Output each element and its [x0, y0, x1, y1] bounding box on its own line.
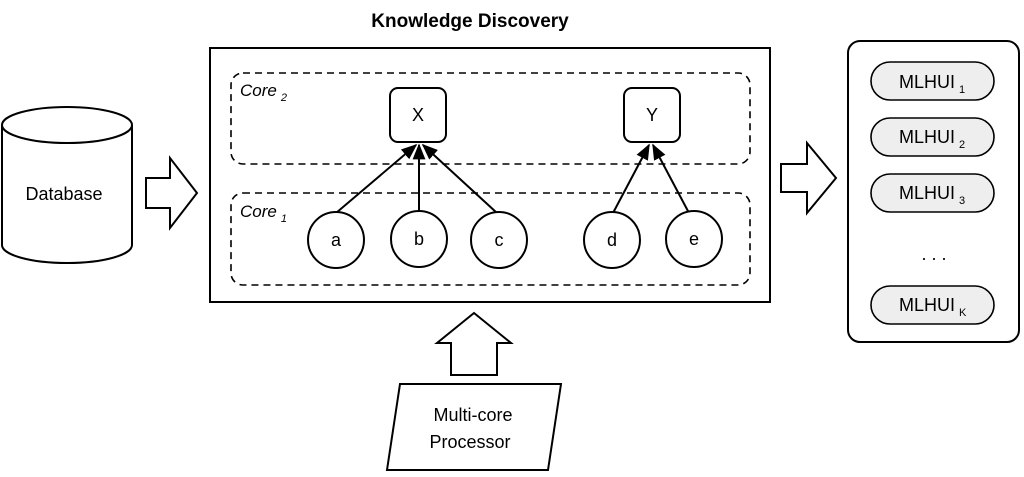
node-c	[470, 211, 528, 269]
processor-line1: Multi-core	[433, 405, 512, 425]
result-pill-3	[870, 173, 995, 213]
output-arrow	[780, 140, 838, 216]
node-c-label: c	[495, 230, 504, 250]
tree-edges	[335, 143, 690, 214]
edge-a-x	[335, 143, 418, 214]
input-arrow	[145, 155, 199, 231]
node-b-label: b	[414, 229, 424, 249]
diagram-title: Knowledge Discovery	[371, 11, 569, 32]
node-e	[665, 210, 723, 268]
results-ellipsis: . . .	[921, 244, 946, 264]
result-pill-2	[870, 117, 995, 157]
node-a-label: a	[331, 230, 342, 250]
processor-shape	[385, 383, 563, 471]
result-pill-1	[870, 61, 995, 101]
node-a	[307, 211, 365, 269]
database-cylinder	[1, 106, 133, 264]
result-pill-k	[870, 285, 995, 325]
database-label: Database	[25, 184, 102, 204]
core2-region	[230, 72, 751, 165]
node-e-label: e	[689, 229, 699, 249]
processor-arrow	[434, 311, 514, 376]
edge-c-x	[421, 143, 498, 214]
node-d-label: d	[607, 230, 617, 250]
node-y-label: Y	[646, 105, 658, 125]
node-y	[623, 87, 681, 143]
processor-line2: Processor	[429, 432, 510, 452]
node-d	[583, 211, 641, 269]
edge-e-y	[652, 143, 690, 214]
node-x	[389, 87, 447, 143]
node-b	[390, 210, 448, 268]
edge-d-y	[612, 143, 650, 214]
node-x-label: X	[412, 105, 424, 125]
